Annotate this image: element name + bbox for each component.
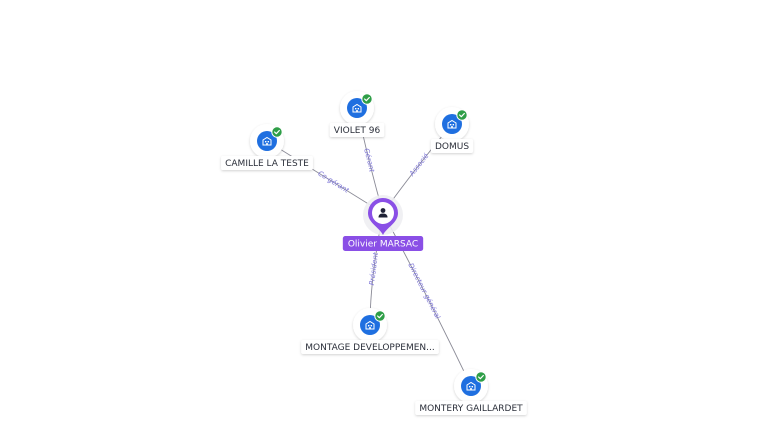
person-icon — [378, 208, 388, 218]
person-name: Olivier MARSAC — [348, 240, 418, 250]
person-label-box — [342, 236, 424, 251]
company-node-domus[interactable] — [435, 107, 469, 141]
company-node-circle — [257, 131, 277, 151]
company-label-montery[interactable]: MONTERY GAILLARDET — [415, 401, 527, 415]
edge-label-montage: Président — [368, 252, 380, 286]
company-node-circle — [360, 315, 380, 335]
edge-label-camille: Co-gérant — [316, 170, 350, 195]
building-icon — [262, 136, 272, 146]
company-node-circle — [442, 114, 462, 134]
edge-label-violet96: Gérant — [362, 148, 376, 174]
company-node-montery[interactable] — [454, 369, 488, 403]
verified-check-icon — [475, 371, 487, 383]
company-node-camille[interactable] — [250, 124, 284, 158]
edge-montery — [382, 212, 472, 387]
company-node-circle — [347, 98, 367, 118]
person-label[interactable]: Olivier MARSAC — [342, 236, 424, 251]
building-icon — [447, 119, 457, 129]
company-name: MONTERY GAILLARDET — [419, 404, 523, 414]
building-icon — [365, 320, 375, 330]
edge-label-domus: Associé — [407, 151, 431, 178]
person-inner-circle — [372, 202, 394, 224]
nodes-layer: VIOLET 96 DOMUS CAMILLE LA TESTE MONTAGE DE… — [221, 91, 527, 415]
company-name: CAMILLE LA TESTE — [225, 159, 309, 169]
company-node-montage[interactable] — [353, 308, 387, 342]
label-box — [221, 156, 313, 170]
building-icon — [466, 381, 476, 391]
label-box — [329, 123, 385, 137]
company-name: DOMUS — [435, 142, 469, 152]
company-name: MONTAGE DEVELOPPEMEN... — [305, 343, 434, 353]
company-name: VIOLET 96 — [334, 126, 381, 136]
verified-check-icon — [374, 310, 386, 322]
verified-check-icon — [361, 93, 373, 105]
company-node-violet96[interactable] — [340, 91, 374, 125]
company-label-montage[interactable]: MONTAGE DEVELOPPEMEN... — [301, 340, 439, 354]
verified-check-icon — [456, 109, 468, 121]
label-box — [301, 340, 439, 354]
company-node-circle — [461, 376, 481, 396]
label-box — [415, 401, 527, 415]
edge-label-montery: Directeur général — [406, 262, 441, 320]
center-node[interactable]: Olivier MARSAC — [342, 195, 424, 251]
company-label-camille[interactable]: CAMILLE LA TESTE — [221, 156, 313, 170]
building-icon — [352, 103, 362, 113]
company-label-domus[interactable]: DOMUS — [430, 139, 474, 153]
label-box — [430, 139, 474, 153]
company-label-violet96[interactable]: VIOLET 96 — [329, 123, 385, 137]
verified-check-icon — [271, 126, 283, 138]
